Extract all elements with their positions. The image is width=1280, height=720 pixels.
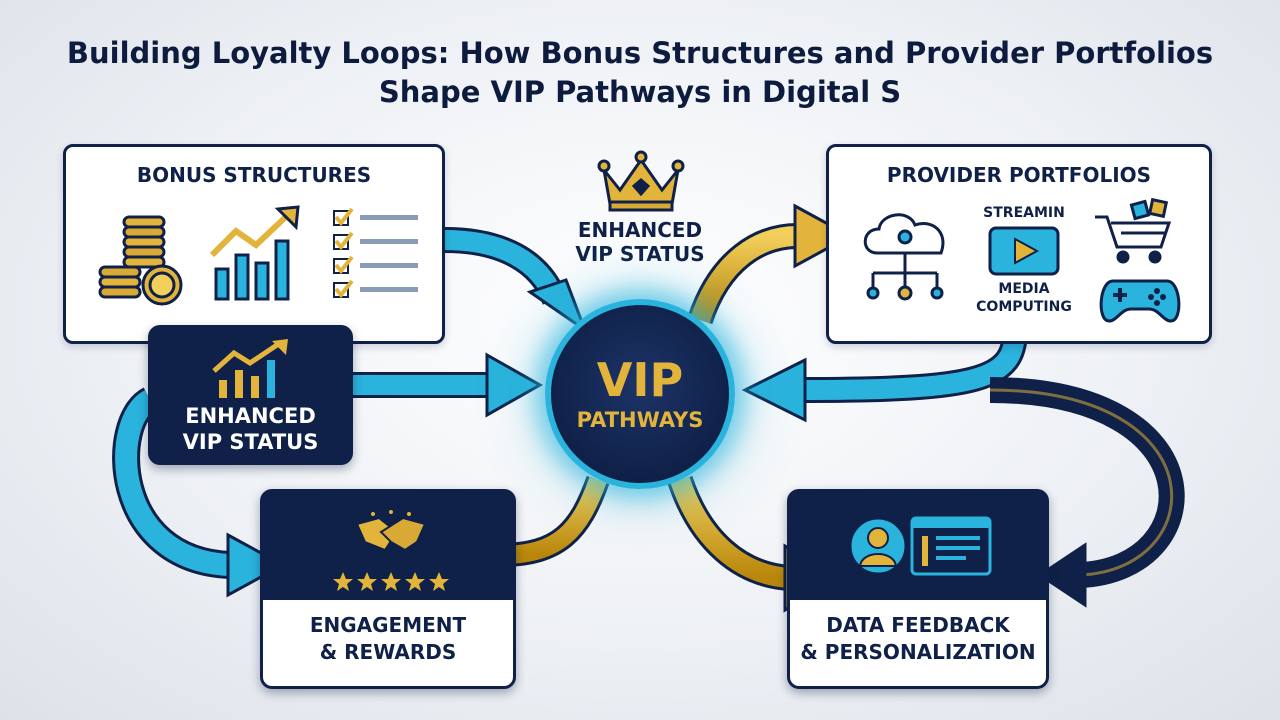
left-status-line-1: ENHANCED <box>185 404 316 428</box>
engagement-label-panel: ENGAGEMENT & REWARDS <box>263 600 513 686</box>
data-feedback-label: DATA FEEDBACK & PERSONALIZATION <box>790 612 1046 666</box>
engagement-label: ENGAGEMENT & REWARDS <box>263 612 513 666</box>
left-status-label: ENHANCED VIP STATUS <box>148 403 353 455</box>
streaming-label: STREAMIN <box>983 205 1065 221</box>
left-status-line-2: VIP STATUS <box>182 430 319 454</box>
hub-vip-label: VIP <box>596 353 684 407</box>
hub-pathways-label: PATHWAYS <box>576 408 704 432</box>
page-title: Building Loyalty Loops: How Bonus Struct… <box>40 34 1240 112</box>
engagement-line-1: ENGAGEMENT <box>309 613 467 637</box>
cloud-network-icon <box>863 213 945 301</box>
vip-pathways-hub: VIP PATHWAYS <box>545 299 735 489</box>
coin-stack-icon <box>98 215 183 306</box>
data-feedback-box: DATA FEEDBACK & PERSONALIZATION <box>787 489 1049 689</box>
media-label: MEDIA <box>998 281 1050 297</box>
top-status-label: ENHANCED VIP STATUS <box>540 218 740 266</box>
title-line-1: Building Loyalty Loops: How Bonus Struct… <box>66 36 1214 70</box>
stars-icon <box>333 572 449 591</box>
play-video-icon <box>988 226 1060 276</box>
handshake-icon <box>355 510 427 552</box>
left-status-box: ENHANCED VIP STATUS <box>148 325 353 465</box>
crown-icon <box>597 150 685 212</box>
bar-chart-icon <box>212 339 288 400</box>
top-status-line-2: VIP STATUS <box>575 242 705 266</box>
user-profile-icon <box>848 516 992 576</box>
data-feedback-line-1: DATA FEEDBACK <box>826 613 1010 637</box>
gamepad-icon <box>1099 279 1181 323</box>
bonus-structures-card: BONUS STRUCTURES <box>63 144 445 344</box>
computing-label: COMPUTING <box>976 299 1072 315</box>
growth-chart-icon <box>209 205 300 301</box>
top-status-line-1: ENHANCED <box>577 218 703 242</box>
title-line-2: Shape VIP Pathways in Digital S <box>378 75 902 109</box>
checklist-icon <box>333 207 418 299</box>
provider-portfolios-title: PROVIDER PORTFOLIOS <box>886 163 1152 187</box>
engagement-box: ENGAGEMENT & REWARDS <box>260 489 516 689</box>
data-feedback-line-2: & PERSONALIZATION <box>800 640 1036 664</box>
engagement-line-2: & REWARDS <box>319 640 457 664</box>
provider-portfolios-card: PROVIDER PORTFOLIOS STREAMIN MEDIA COMPU… <box>826 144 1212 344</box>
bonus-structures-title: BONUS STRUCTURES <box>136 163 372 187</box>
data-feedback-label-panel: DATA FEEDBACK & PERSONALIZATION <box>790 600 1046 686</box>
shopping-cart-icon <box>1095 197 1172 264</box>
